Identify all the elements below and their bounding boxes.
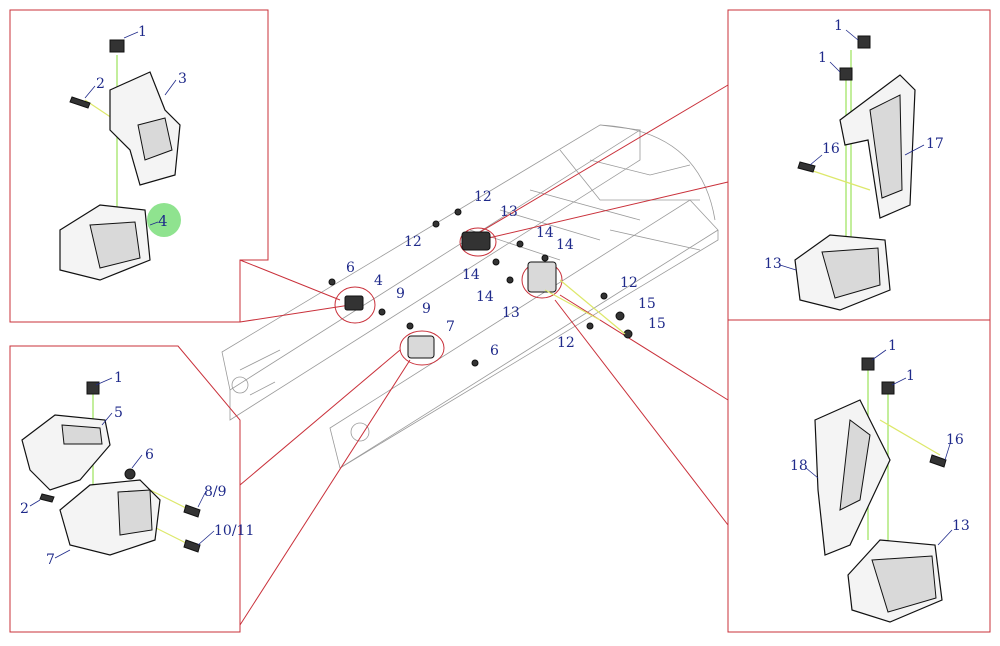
label-tl-3: 3 xyxy=(178,71,187,87)
label-c-14d: 14 xyxy=(476,289,494,305)
label-bl-1: 1 xyxy=(114,370,123,386)
label-tr-13: 13 xyxy=(764,256,782,272)
label-tl-2: 2 xyxy=(96,76,105,92)
panel-br-parts xyxy=(814,357,947,623)
label-c-14b: 14 xyxy=(556,237,574,253)
label-tl-1: 1 xyxy=(138,24,147,40)
labels-panel-bl: 1 5 6 2 8/9 10/11 7 xyxy=(20,370,254,568)
label-c-14c: 14 xyxy=(462,267,480,283)
label-c-12d: 12 xyxy=(557,335,575,351)
label-tl-4: 4 xyxy=(158,212,168,230)
panel-tr-parts xyxy=(794,35,916,311)
label-c-14a: 14 xyxy=(536,225,554,241)
label-tr-1b: 1 xyxy=(818,50,827,66)
label-c-9b: 9 xyxy=(422,301,431,317)
label-br-18: 18 xyxy=(790,458,808,474)
label-c-13b: 13 xyxy=(502,305,520,321)
label-br-13: 13 xyxy=(952,518,970,534)
label-c-4: 4 xyxy=(374,273,383,289)
label-c-15a: 15 xyxy=(638,296,656,312)
label-c-6a: 6 xyxy=(346,260,355,276)
center-parts xyxy=(328,208,633,367)
label-c-9a: 9 xyxy=(396,286,405,302)
labels-center: 12 12 13 14 14 6 4 9 14 14 12 13 9 7 15 … xyxy=(346,189,666,359)
label-c-13a: 13 xyxy=(500,204,518,220)
label-bl-8-9: 8/9 xyxy=(204,484,227,500)
panel-bl-parts xyxy=(21,381,201,556)
label-bl-5: 5 xyxy=(114,405,123,421)
label-br-16: 16 xyxy=(946,432,964,448)
labels-panel-tl: 1 2 3 4 xyxy=(96,24,187,230)
highlight-circle xyxy=(147,203,181,237)
label-c-15b: 15 xyxy=(648,316,666,332)
label-tr-1a: 1 xyxy=(834,18,843,34)
label-tr-16: 16 xyxy=(822,141,840,157)
label-c-12c: 12 xyxy=(620,275,638,291)
label-c-12a: 12 xyxy=(474,189,492,205)
label-br-1a: 1 xyxy=(888,338,897,354)
labels-panel-br: 1 1 16 18 13 xyxy=(790,338,970,534)
leader-lines xyxy=(29,29,953,559)
label-bl-7: 7 xyxy=(46,552,55,568)
label-c-6b: 6 xyxy=(490,343,499,359)
callout-lines xyxy=(239,84,729,626)
label-bl-6: 6 xyxy=(145,447,154,463)
panel-tl-parts xyxy=(59,39,181,281)
labels-panel-tr: 1 1 17 16 13 xyxy=(764,18,944,272)
label-c-7: 7 xyxy=(446,319,455,335)
label-br-1b: 1 xyxy=(906,368,915,384)
label-c-12b: 12 xyxy=(404,234,422,250)
label-bl-10-11: 10/11 xyxy=(214,523,254,539)
label-tr-17: 17 xyxy=(926,136,944,152)
label-bl-2: 2 xyxy=(20,501,29,517)
